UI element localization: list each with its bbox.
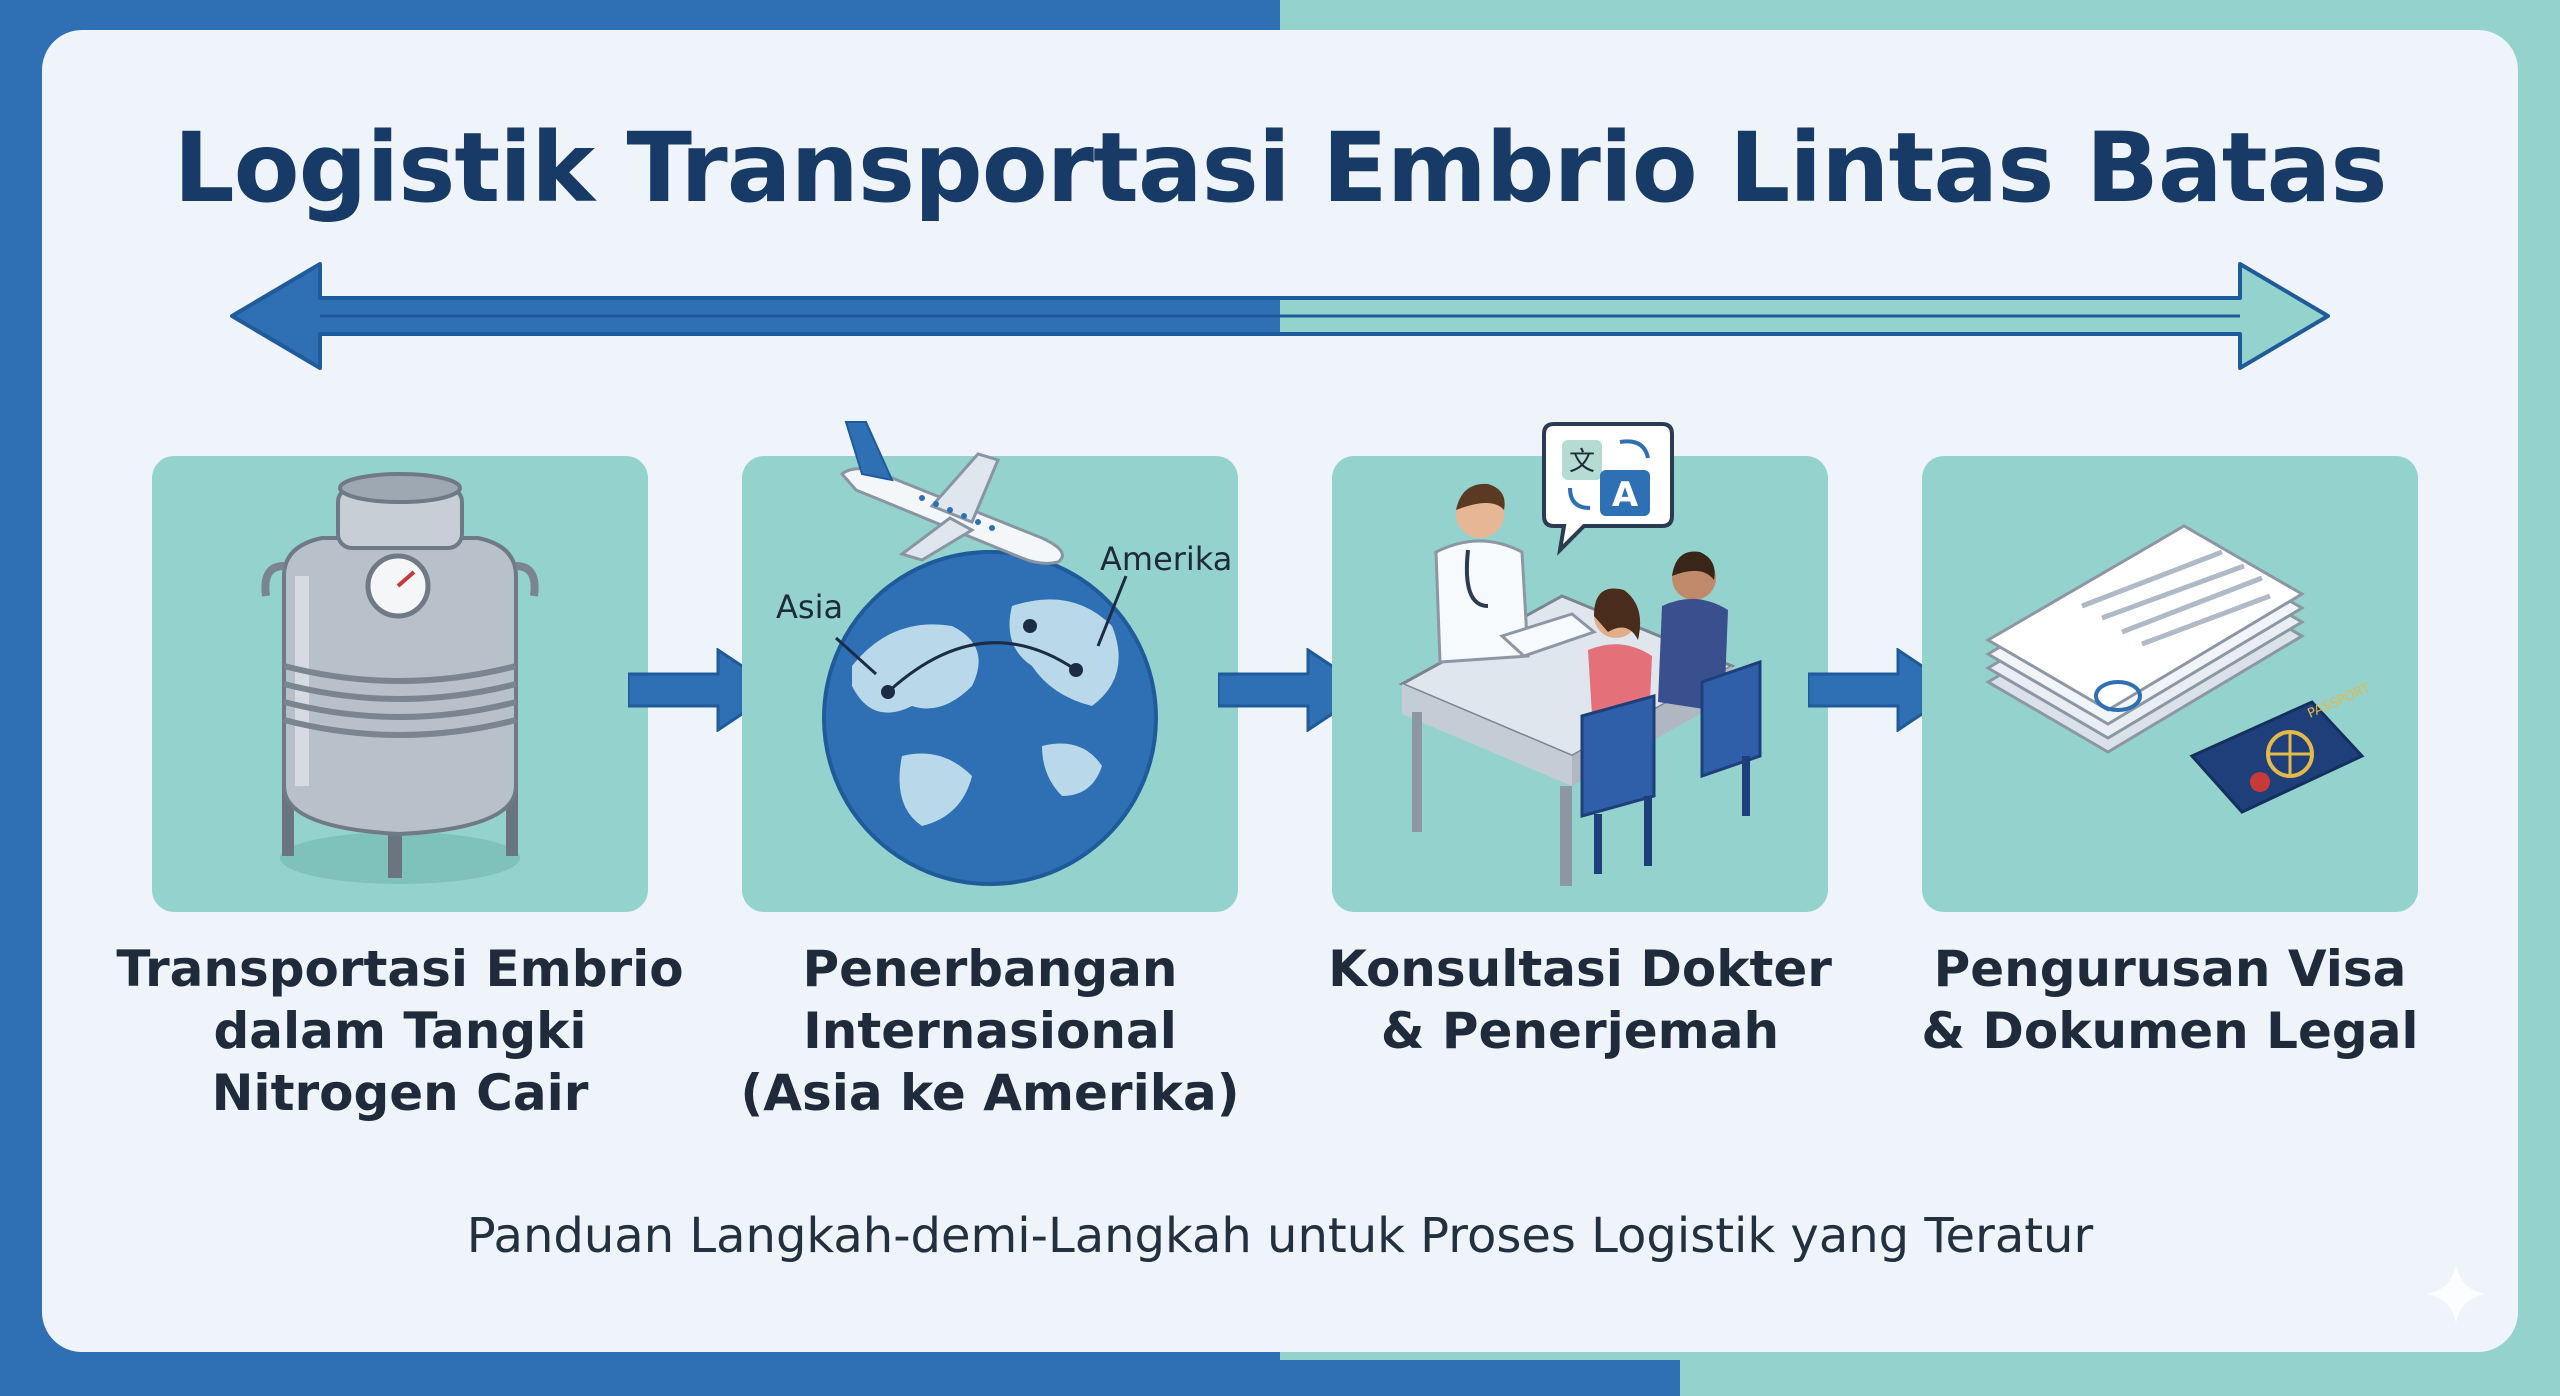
- caption-line: Nitrogen Cair: [211, 1064, 589, 1122]
- globe-icon: [822, 550, 1158, 886]
- caption-line: & Penerjemah: [1380, 1002, 1780, 1060]
- liquid-nitrogen-tank-icon: [261, 472, 539, 884]
- caption-consultation: Konsultasi Dokter & Penerjemah: [1270, 938, 1890, 1062]
- caption-line: Transportasi Embrio: [116, 940, 684, 998]
- card-tank: [152, 456, 648, 912]
- caption-line: (Asia ke Amerika): [740, 1064, 1240, 1122]
- caption-line: Konsultasi Dokter: [1328, 940, 1832, 998]
- caption-documents: Pengurusan Visa & Dokumen Legal: [1860, 938, 2480, 1062]
- documents-icon: PASSPORT: [1985, 524, 2373, 814]
- card-flight: Asia Amerika: [742, 421, 1238, 912]
- caption-line: & Dokumen Legal: [1921, 1002, 2419, 1060]
- page-title: Logistik Transportasi Embrio Lintas Bata…: [173, 112, 2387, 224]
- caption-line: Pengurusan Visa: [1933, 940, 2407, 998]
- caption-line: Internasional: [803, 1002, 1177, 1060]
- sparkle-icon: [2426, 1264, 2486, 1324]
- translate-icon: 文 A: [1542, 422, 1674, 556]
- airplane-icon: [839, 421, 1064, 565]
- svg-text:文: 文: [1569, 447, 1595, 477]
- caption-tank: Transportasi Embrio dalam Tangki Nitroge…: [90, 938, 710, 1124]
- svg-text:A: A: [1612, 475, 1639, 515]
- card-documents: PASSPORT: [1922, 456, 2418, 912]
- doctor-consultation-icon: [1398, 483, 1762, 886]
- footer-text: Panduan Langkah-demi-Langkah untuk Prose…: [466, 1208, 2094, 1264]
- double-arrow-icon: [230, 262, 2330, 370]
- caption-line: dalam Tangki: [213, 1002, 587, 1060]
- caption-line: Penerbangan: [802, 940, 1178, 998]
- map-label-asia: Asia: [776, 588, 844, 626]
- map-label-amerika: Amerika: [1100, 540, 1233, 578]
- caption-flight: Penerbangan Internasional (Asia ke Ameri…: [680, 938, 1300, 1124]
- passport-label: PASSPORT: [2306, 681, 2373, 722]
- background-strip-teal: [1680, 1360, 2560, 1396]
- card-consultation: 文 A: [1332, 422, 1828, 912]
- background-strip-blue: [0, 1360, 1680, 1396]
